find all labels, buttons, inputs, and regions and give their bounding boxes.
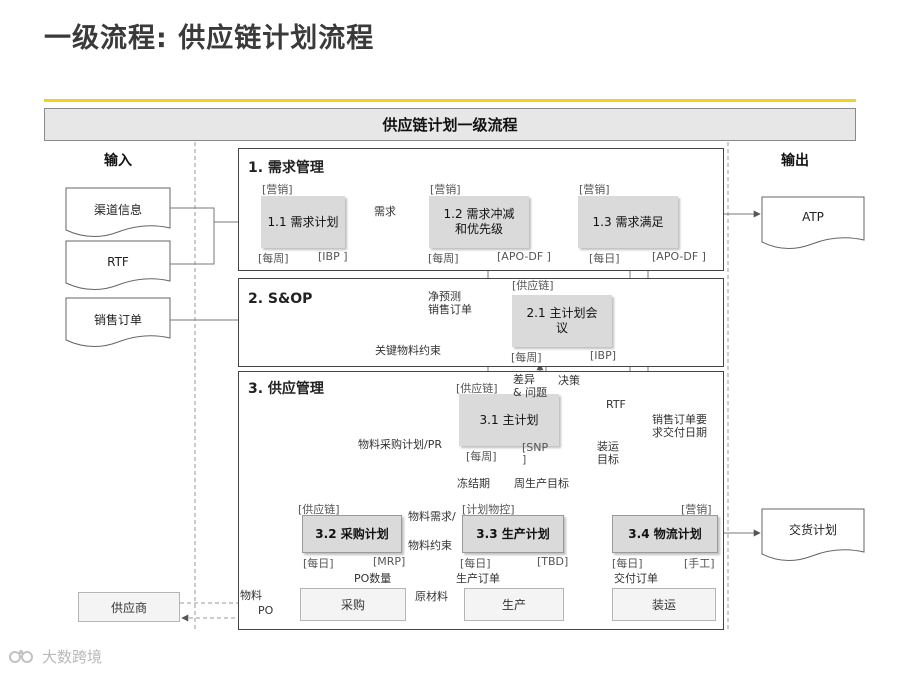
process-box-3-2[interactable]: 3.2 采购计划 xyxy=(302,515,402,553)
doc-shape-rtf xyxy=(65,240,171,290)
panel-title-supply: 3. 供应管理 xyxy=(248,381,324,397)
label-raw-material: 原材料 xyxy=(415,590,448,603)
input-channel-info: 渠道信息 xyxy=(93,202,142,217)
b13-system: [APO-DF ] xyxy=(652,250,706,263)
brand-logo: 大数跨境 xyxy=(8,646,102,667)
process-box-1-3[interactable]: 1.3 需求满足 xyxy=(578,196,678,248)
title-underline xyxy=(44,99,856,102)
b21-owner: [供应链] xyxy=(512,279,554,292)
process-box-1-1[interactable]: 1.1 需求计划 xyxy=(261,196,345,248)
brand-logo-icon xyxy=(8,649,38,665)
b31-frequency: [每周] xyxy=(466,450,497,463)
label-ship-target: 装运 目标 xyxy=(597,440,619,466)
b33-system: [TBD] xyxy=(537,555,569,568)
process-box-3-4[interactable]: 3.4 物流计划 xyxy=(612,515,718,553)
label-demand: 需求 xyxy=(374,205,396,218)
b31-system: [SNP ] xyxy=(522,441,549,466)
b11-frequency: [每周] xyxy=(258,252,289,265)
doc-shape-channel xyxy=(65,187,171,237)
output-column-heading: 输出 xyxy=(781,153,809,169)
b21-frequency: [每周] xyxy=(511,351,542,364)
label-rtf: RTF xyxy=(606,398,626,411)
b34-system: [手工] xyxy=(684,557,715,570)
b11-system: [IBP ] xyxy=(318,250,348,263)
process-box-1-2[interactable]: 1.2 需求冲减 和优先级 xyxy=(429,196,529,248)
panel-title-sop: 2. S&OP xyxy=(248,291,313,307)
label-diff-issue: 差异 & 问题 xyxy=(513,373,548,399)
input-rtf: RTF xyxy=(107,255,129,269)
b12-system: [APO-DF ] xyxy=(497,250,551,263)
b11-owner: [营销] xyxy=(262,183,293,196)
diagram-banner: 供应链计划一级流程 xyxy=(44,108,856,141)
b33-owner: [计划物控] xyxy=(462,503,515,516)
b32-system: [MRP] xyxy=(373,555,406,568)
label-po: PO xyxy=(258,604,274,617)
label-net-forecast: 净预测 销售订单 xyxy=(428,290,472,316)
label-material-pr: 物料采购计划/PR xyxy=(358,438,442,451)
b32-owner: [供应链] xyxy=(298,503,340,516)
label-production-order: 生产订单 xyxy=(456,572,500,585)
panel-title-demand: 1. 需求管理 xyxy=(248,160,324,176)
doc-shape-atp xyxy=(761,196,865,249)
b34-frequency: [每日] xyxy=(612,557,643,570)
b32-frequency: [每日] xyxy=(303,557,334,570)
output-delivery-plan: 交货计划 xyxy=(788,522,837,537)
b13-frequency: [每日] xyxy=(589,252,620,265)
purchase-execution-box: 采购 xyxy=(300,588,406,621)
brand-logo-text: 大数跨境 xyxy=(42,648,103,666)
input-sales-order: 销售订单 xyxy=(93,312,142,327)
output-atp: ATP xyxy=(802,210,824,224)
panel-sop xyxy=(238,278,724,367)
shipping-execution-box: 装运 xyxy=(612,588,716,621)
b33-frequency: [每日] xyxy=(460,557,491,570)
b12-frequency: [每周] xyxy=(428,252,459,265)
page-title: 一级流程: 供应链计划流程 xyxy=(44,23,375,54)
label-so-date: 销售订单要 求交付日期 xyxy=(652,413,707,439)
supplier-box: 供应商 xyxy=(78,592,180,622)
label-key-material-constraint: 关键物料约束 xyxy=(375,344,441,357)
production-execution-box: 生产 xyxy=(464,588,564,621)
doc-shape-sales-order xyxy=(65,297,171,347)
process-box-3-1[interactable]: 3.1 主计划 xyxy=(459,394,559,446)
input-column-heading: 输入 xyxy=(104,153,132,169)
label-material: 物料 xyxy=(240,589,262,602)
doc-shape-delivery-plan xyxy=(761,508,865,561)
label-weekly-target: 周生产目标 xyxy=(514,477,569,490)
label-delivery-order: 交付订单 xyxy=(614,572,658,585)
b13-owner: [营销] xyxy=(579,183,610,196)
b12-owner: [营销] xyxy=(430,183,461,196)
b31-owner: [供应链] xyxy=(456,382,498,395)
b34-owner: [营销] xyxy=(681,503,712,516)
process-box-3-3[interactable]: 3.3 生产计划 xyxy=(462,515,564,553)
label-decision: 决策 xyxy=(558,374,580,387)
label-material-constraint: 物料约束 xyxy=(408,539,452,552)
label-freeze-period: 冻结期 xyxy=(457,477,490,490)
b21-system: [IBP] xyxy=(590,349,617,362)
label-po-qty: PO数量 xyxy=(354,572,392,585)
process-box-2-1[interactable]: 2.1 主计划会 议 xyxy=(512,295,612,347)
label-material-demand: 物料需求/ xyxy=(408,510,456,523)
